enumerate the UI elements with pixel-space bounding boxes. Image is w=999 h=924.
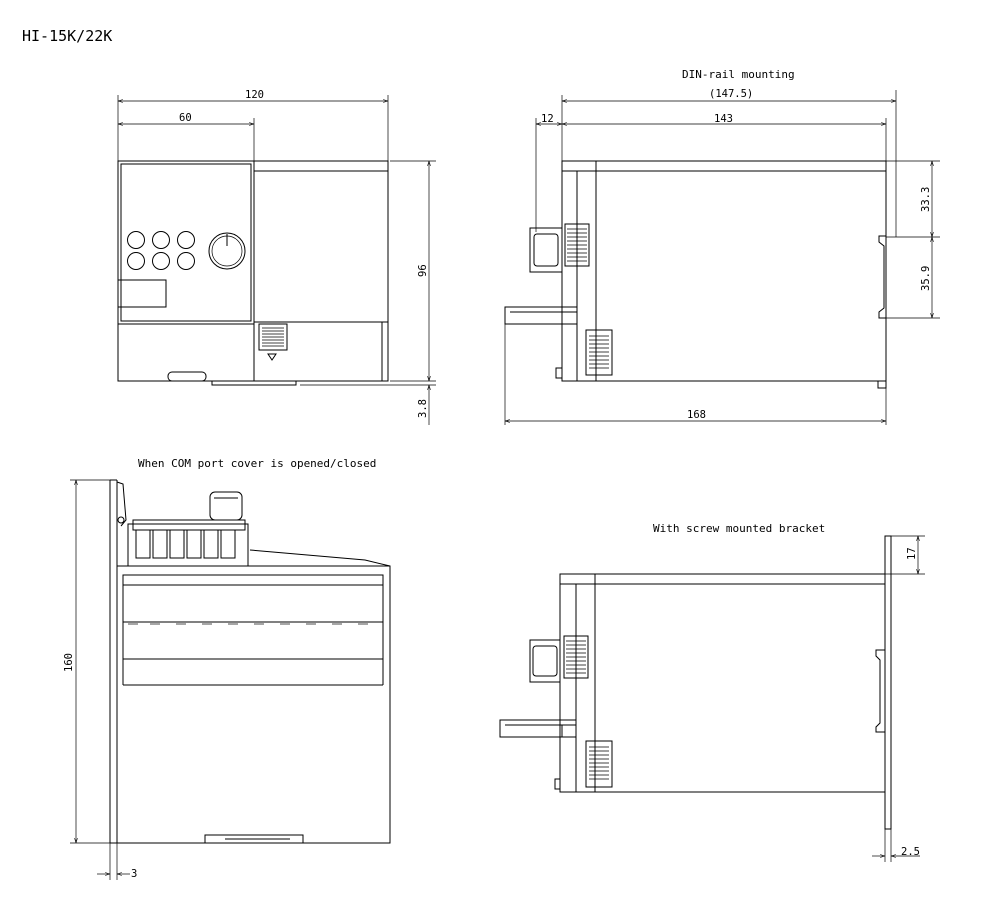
dim-side-left: 12 — [541, 113, 554, 125]
dim-bracket-top: 17 — [906, 547, 918, 560]
caption-com-port: When COM port cover is opened/closed — [138, 457, 376, 470]
button-icon — [177, 231, 195, 249]
caption-screw-bracket: With screw mounted bracket — [653, 522, 825, 535]
dim-side-bottom: 168 — [687, 409, 706, 421]
dim-front-width: 120 — [245, 89, 264, 101]
dim-bracket-thickness: 2.5 — [901, 846, 920, 858]
front-view — [117, 95, 436, 425]
button-icon — [177, 252, 195, 270]
caption-din-rail: DIN-rail mounting — [682, 68, 795, 81]
screw-bracket-view — [499, 535, 925, 862]
dim-cover-height: 160 — [63, 653, 75, 672]
button-icon — [152, 252, 170, 270]
side-view-din-rail — [504, 90, 940, 425]
dim-side-rail: 35.9 — [920, 266, 932, 291]
button-icon — [127, 231, 145, 249]
dim-front-half: 60 — [179, 112, 192, 124]
com-port-view — [70, 479, 391, 880]
dim-side-main: 143 — [714, 113, 733, 125]
drawing-title: HI-15K/22K — [22, 27, 112, 45]
dim-side-total: (147.5) — [709, 88, 753, 100]
dim-side-top: 33.3 — [920, 187, 932, 212]
dim-front-height: 96 — [417, 264, 429, 277]
dim-cover-offset: 3 — [131, 868, 137, 880]
dial-icon — [208, 232, 246, 270]
button-icon — [152, 231, 170, 249]
dim-front-foot: 3.8 — [417, 399, 429, 418]
button-icon — [127, 252, 145, 270]
